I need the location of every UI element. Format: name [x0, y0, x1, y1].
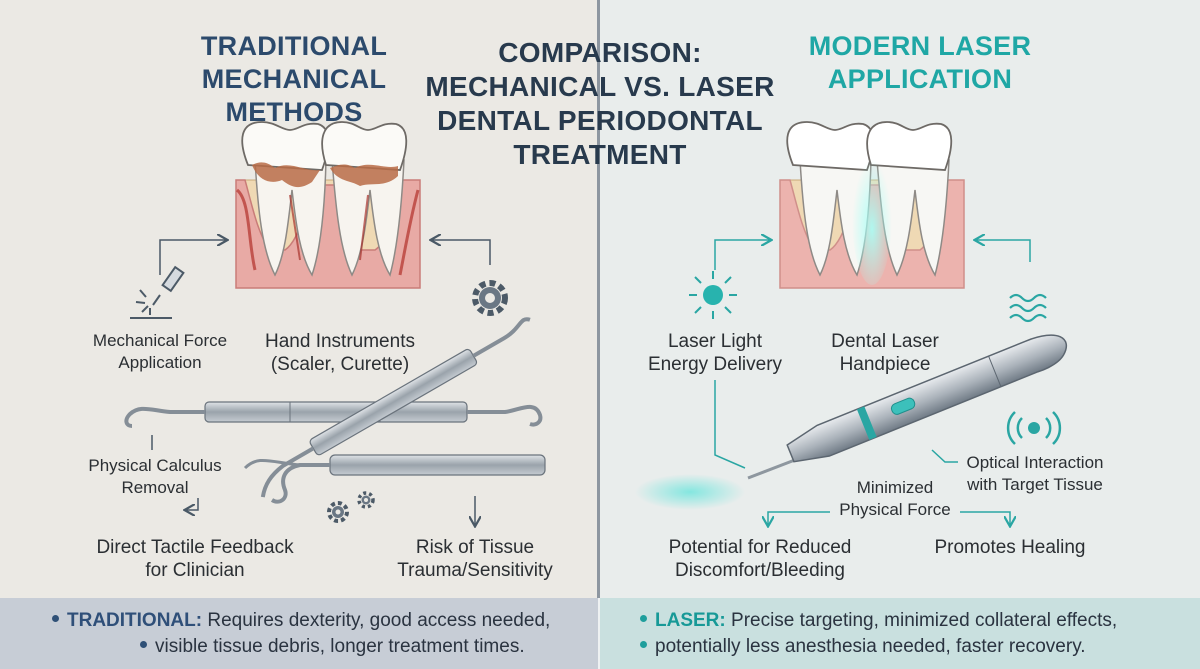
scaler-spark-icon: [130, 265, 185, 319]
arrow-reduced-discomfort: [768, 511, 830, 525]
footer-traditional: TRADITIONAL: Requires dexterity, good ac…: [0, 598, 600, 669]
signal-icon: [1006, 411, 1062, 445]
footer-right-line2: potentially less anesthesia needed, fast…: [655, 636, 1086, 657]
arrow-instruments-to-tooth: [432, 240, 491, 265]
label-tactile-feedback: Direct Tactile Feedback for Clinician: [96, 537, 294, 581]
footer-right-keyword: LASER:: [655, 610, 726, 631]
right-tooth-cross-section: [779, 121, 965, 289]
right-title: MODERN LASER APPLICATION: [808, 31, 1032, 94]
gears-icon: [327, 491, 375, 523]
footer-left-keyword: TRADITIONAL:: [67, 610, 203, 631]
label-calculus-removal: Physical Calculus Removal: [88, 456, 222, 497]
hand-instruments: [124, 317, 546, 504]
center-divider: [597, 0, 600, 598]
label-laser-light: Laser Light Energy Delivery: [647, 331, 783, 375]
arrow-tactile: [186, 498, 199, 510]
laser-handpiece: [635, 334, 1068, 510]
label-laser-handpiece: Dental Laser Handpiece: [831, 331, 939, 375]
arrow-healing: [960, 511, 1010, 525]
arrow-wave-to-tooth: [976, 240, 1031, 262]
label-tissue-trauma: Risk of Tissue Trauma/Sensitivity: [397, 537, 553, 581]
footer-left-line2: visible tissue debris, longer treatment …: [155, 636, 525, 657]
line-optical: [931, 449, 958, 463]
footer-right-line1: Precise targeting, minimized collateral …: [731, 610, 1118, 631]
footer-left-line1: Requires dexterity, good access needed,: [207, 610, 551, 631]
label-optical-interaction: Optical Interaction with Target Tissue: [966, 453, 1104, 494]
label-promotes-healing: Promotes Healing: [934, 537, 1086, 558]
bullet-dot: [140, 641, 147, 649]
bullet-dot: [640, 615, 647, 623]
label-minimized-force: Minimized Physical Force: [839, 478, 951, 519]
main-title: COMPARISON: MECHANICAL VS. LASER DENTAL …: [425, 37, 775, 170]
sun-light-icon: [689, 271, 737, 319]
arrow-force-to-tooth: [159, 240, 226, 275]
arrow-light-to-tooth: [714, 240, 770, 270]
bullet-dot: [640, 641, 647, 649]
left-tooth-cross-section: [235, 121, 421, 289]
label-reduced-discomfort: Potential for Reduced Discomfort/Bleedin…: [668, 537, 852, 581]
label-hand-instruments: Hand Instruments (Scaler, Curette): [265, 331, 415, 375]
footer-laser: LASER: Precise targeting, minimized coll…: [600, 598, 1200, 669]
wave-icon: [1009, 293, 1047, 323]
laser-beam-glow: [852, 145, 892, 285]
gear-icon: [472, 280, 508, 316]
illustration-layer: [124, 121, 1068, 598]
label-mechanical-force: Mechanical Force Application: [92, 331, 228, 372]
left-title: TRADITIONAL MECHANICAL METHODS: [200, 31, 388, 127]
bullet-dot: [52, 615, 59, 623]
line-energy: [714, 380, 746, 469]
